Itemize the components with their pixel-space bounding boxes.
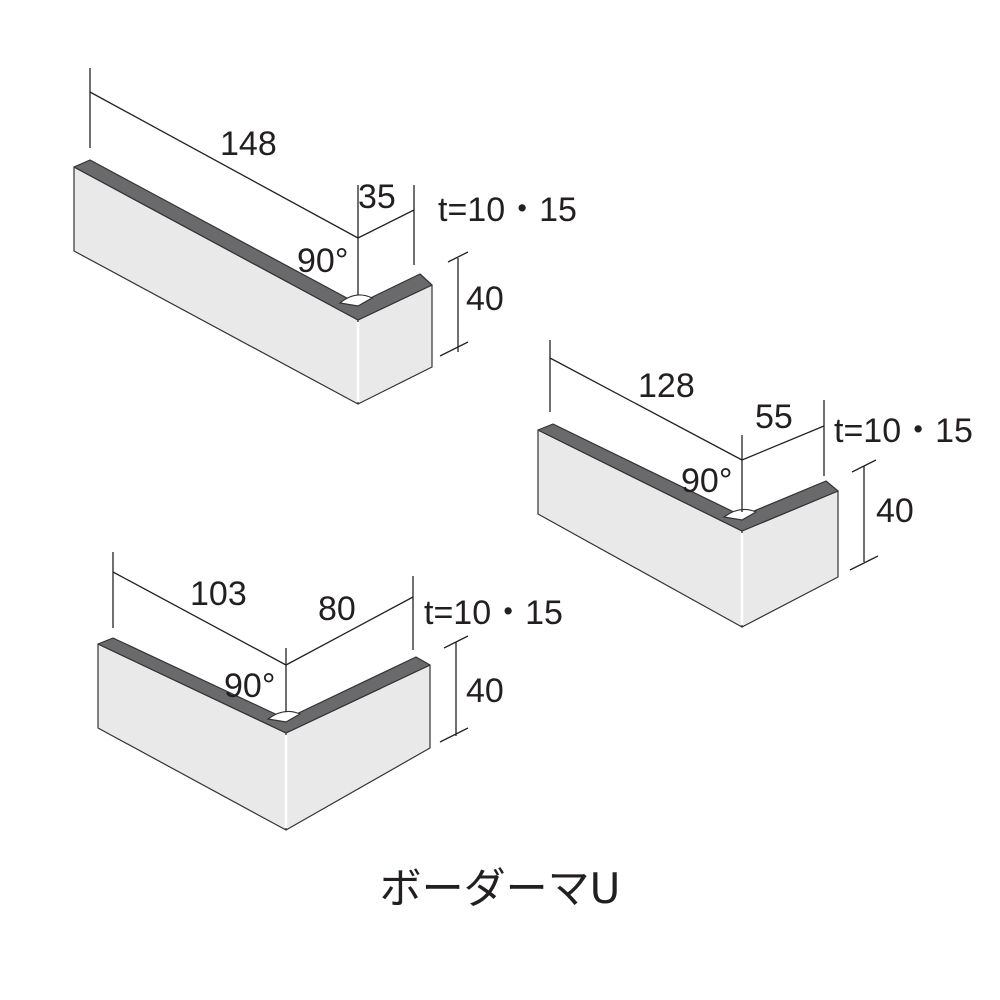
piece-3-dim-long — [112, 571, 287, 666]
piece-2-angle-arc — [722, 508, 758, 521]
piece-103-80: 103 80 t=10・15 90° 40 — [97, 552, 563, 831]
piece-3-height-tick-bottom — [439, 727, 469, 743]
piece-3-angle-label: 90° — [224, 667, 275, 705]
piece-2-top-edge — [537, 423, 839, 532]
piece-1-dim-short — [357, 209, 415, 239]
piece-1-thickness-label: t=10・15 — [438, 191, 577, 229]
piece-2-dim-short — [741, 425, 825, 461]
piece-3-short-label: 80 — [318, 590, 356, 628]
piece-3-thickness-label: t=10・15 — [424, 594, 563, 632]
piece-128-55: 128 55 t=10・15 90° 40 — [537, 340, 973, 628]
piece-1-short-label: 35 — [358, 178, 396, 216]
piece-2-height-tick-bottom — [849, 555, 879, 571]
piece-1-angle-label: 90° — [297, 242, 348, 280]
piece-1-height-tick-top — [447, 251, 469, 263]
piece-1-height-tick-bottom — [439, 341, 469, 357]
piece-2-height-label: 40 — [876, 492, 914, 530]
piece-3-height-label: 40 — [466, 672, 504, 710]
piece-2-long-face — [537, 429, 743, 628]
piece-2-height-tick-top — [851, 459, 877, 473]
piece-2-dim-long — [549, 357, 743, 461]
piece-2-short-label: 55 — [755, 398, 793, 436]
piece-3-height-tick-top — [443, 635, 469, 649]
piece-1-top-edge — [73, 159, 433, 321]
piece-1-angle-arc — [338, 294, 374, 307]
piece-1-height-label: 40 — [466, 280, 504, 318]
piece-148-35: 148 35 t=10・15 90° 40 — [73, 68, 577, 405]
piece-3-top-edge — [97, 637, 431, 734]
piece-2-angle-label: 90° — [681, 462, 732, 500]
product-caption: ボーダーマU — [379, 864, 621, 913]
piece-3-angle-arc — [266, 710, 302, 723]
piece-2-thickness-label: t=10・15 — [834, 412, 973, 450]
piece-1-long-label: 148 — [220, 125, 277, 163]
piece-3-dim-short — [285, 596, 414, 666]
piece-1-dim-long — [89, 91, 359, 239]
piece-3-long-label: 103 — [190, 575, 247, 613]
piece-2-long-label: 128 — [638, 367, 695, 405]
